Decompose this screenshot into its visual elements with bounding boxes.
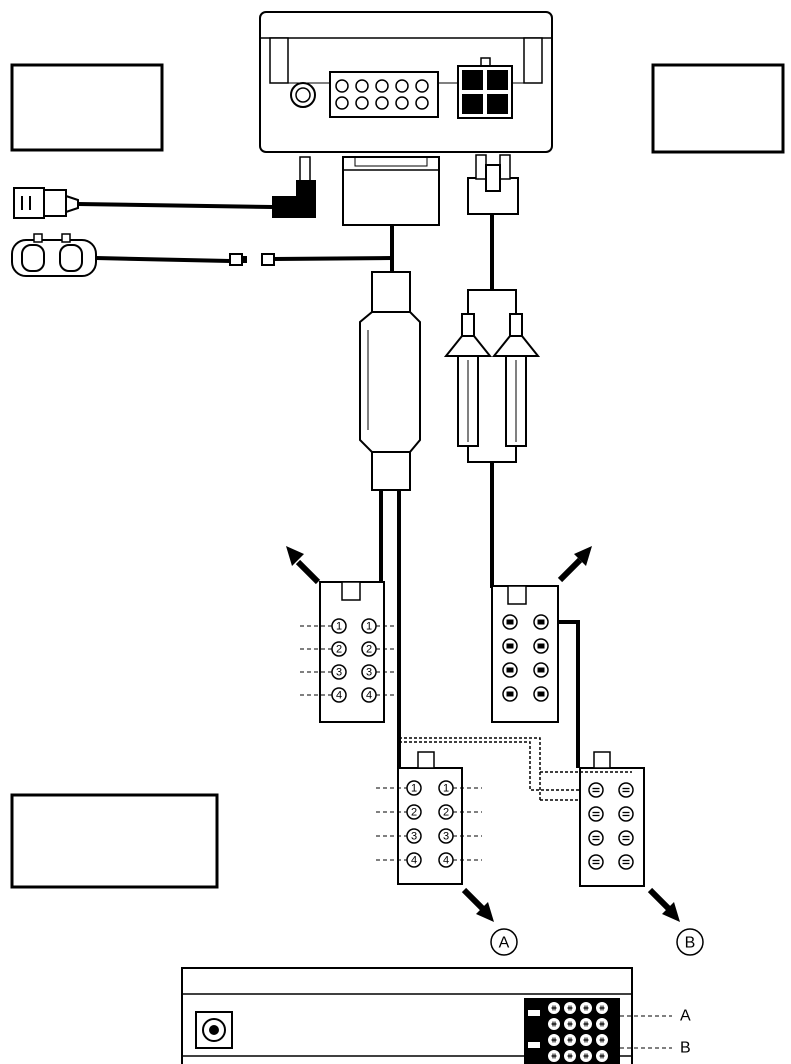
pin-number: 1 — [366, 621, 372, 633]
head-unit: A B — [181, 967, 691, 1064]
pin-circle — [588, 782, 604, 798]
module-pin — [335, 79, 349, 93]
rca-plug-right — [491, 313, 541, 447]
arrow-to-a — [461, 887, 494, 922]
module-pin — [415, 96, 429, 110]
rca-plug-left — [443, 313, 493, 447]
module-pin — [375, 79, 389, 93]
pin-number: 2 — [336, 644, 342, 656]
arrow-up-left — [286, 546, 321, 585]
pin-number: 2 — [366, 644, 372, 656]
module-pin — [355, 79, 369, 93]
pin-number: 1 — [336, 621, 342, 633]
rca-cable — [443, 214, 541, 588]
usb-cable — [13, 187, 273, 219]
callout-a: A — [490, 928, 518, 956]
pin-circle — [618, 854, 634, 870]
arrow-to-b — [647, 887, 680, 922]
module-pin — [375, 96, 389, 110]
pin-number: 1 — [411, 783, 417, 795]
angled-plug — [272, 156, 316, 218]
pin-number: 4 — [336, 690, 342, 702]
interface-module — [259, 11, 553, 153]
pin-circle — [588, 806, 604, 822]
pin-number: 1 — [443, 783, 449, 795]
arrow-up-right — [557, 546, 592, 583]
head-unit-label-a: A — [680, 1008, 691, 1025]
pin-number: 3 — [336, 667, 342, 679]
dashed-bridge-wires — [399, 737, 632, 801]
module-pin — [415, 79, 429, 93]
iso-connector-b — [579, 751, 645, 887]
callout-a-label: A — [499, 935, 510, 952]
remote-cable — [11, 225, 394, 277]
iso-connector-left: 1 1 2 2 3 3 4 4 — [300, 581, 404, 723]
module-10pin-socket — [329, 71, 439, 118]
label-box-top-left — [10, 63, 164, 152]
module-power-socket — [457, 57, 513, 119]
module-pin — [395, 79, 409, 93]
callout-b-label: B — [685, 935, 696, 952]
pin-number: 4 — [443, 855, 449, 867]
pin-number: 3 — [411, 831, 417, 843]
pin-circle — [618, 830, 634, 846]
pin-number: 3 — [443, 831, 449, 843]
speaker-link-wire — [558, 620, 580, 768]
module-pin — [355, 96, 369, 110]
module-pin — [395, 96, 409, 110]
callout-b: B — [676, 928, 704, 956]
label-box-top-right — [651, 63, 785, 154]
antenna-socket — [290, 82, 316, 108]
pin-number: 4 — [411, 855, 417, 867]
main-harness-cable — [359, 225, 421, 770]
module-pin — [335, 96, 349, 110]
label-box-bottom-left — [10, 793, 219, 889]
pin-circle — [588, 830, 604, 846]
pin-number: 2 — [411, 807, 417, 819]
power-plug — [467, 154, 519, 215]
pin-circle — [618, 806, 634, 822]
pin-number: 3 — [366, 667, 372, 679]
pin-circle — [588, 854, 604, 870]
head-unit-antenna-socket — [195, 1011, 233, 1049]
head-unit-iso-socket — [524, 998, 620, 1064]
pin-circle — [618, 782, 634, 798]
pin-number: 4 — [366, 690, 372, 702]
iso-connector-a: 1 1 2 2 3 3 4 4 — [376, 751, 482, 885]
iso-connector-right — [491, 585, 559, 723]
head-unit-label-b: B — [680, 1040, 691, 1057]
main-harness-plug — [342, 156, 440, 226]
pin-number: 2 — [443, 807, 449, 819]
